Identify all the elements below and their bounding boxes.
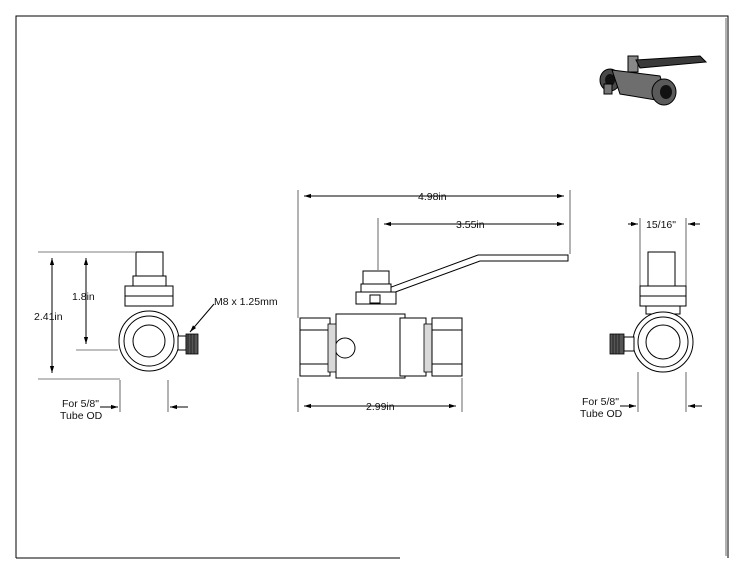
left-tube-note-line1: For 5/8"	[62, 398, 99, 410]
right-tube-note-line2: Tube OD	[580, 408, 623, 420]
right-end-view	[609, 251, 694, 373]
stem-height-label: 1.8in	[72, 291, 95, 303]
side-port-thread-label: M8 x 1.25mm	[214, 296, 278, 308]
overall-length-label: 4.98in	[418, 191, 447, 203]
sheet-border	[15, 15, 729, 559]
front-view	[299, 254, 569, 379]
right-dimensions	[620, 218, 702, 412]
hex-across-flats-label: 15/16"	[646, 219, 676, 231]
handle-length-label: 3.55in	[456, 219, 485, 231]
left-end-view	[118, 251, 199, 372]
left-dimensions	[38, 251, 215, 412]
left-tube-note-line2: Tube OD	[60, 410, 103, 422]
front-dimensions	[297, 190, 571, 412]
body-length-label: 2.99in	[366, 401, 395, 413]
ball-valve-isometric-icon	[599, 55, 708, 106]
right-tube-note-line1: For 5/8"	[582, 396, 619, 408]
overall-height-label: 2.41in	[34, 311, 63, 323]
